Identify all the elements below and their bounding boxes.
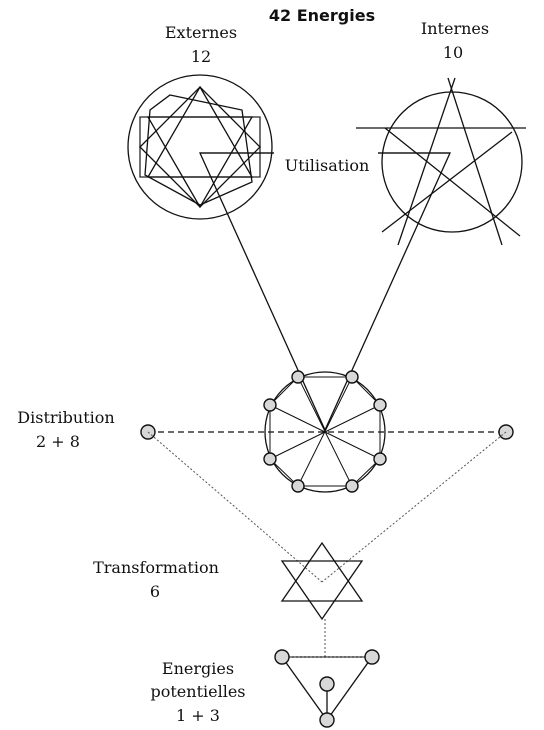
potentielles-node xyxy=(319,676,335,692)
utilisation-triangle xyxy=(198,152,452,432)
distribution-node xyxy=(373,452,387,466)
potentielles-node xyxy=(364,649,380,665)
potentielles-node xyxy=(274,649,290,665)
distribution-node xyxy=(291,370,305,384)
potentielles-triangle xyxy=(274,649,380,728)
transformation-count: 6 xyxy=(150,582,160,601)
distribution-node xyxy=(263,398,277,412)
transformation-hexagram xyxy=(280,541,364,621)
distribution-node xyxy=(263,452,277,466)
distribution-node xyxy=(345,479,359,493)
potentielles-label-line2: potentielles xyxy=(150,682,245,701)
internes-label: Internes xyxy=(421,19,489,38)
distribution-label: Distribution xyxy=(17,408,114,427)
internes-star-circle xyxy=(356,77,526,246)
potentielles-node xyxy=(319,712,335,728)
distribution-node xyxy=(345,370,359,384)
distribution-count: 2 + 8 xyxy=(36,432,80,451)
potentielles-count: 1 + 3 xyxy=(176,706,220,725)
externes-label: Externes xyxy=(165,23,237,42)
dotted-link-right xyxy=(321,431,507,583)
distribution-node xyxy=(291,479,305,493)
distribution-node xyxy=(373,398,387,412)
potentielles-label-line1: Energies xyxy=(162,659,234,678)
externes-star-circle xyxy=(127,74,273,220)
transformation-label: Transformation xyxy=(93,558,219,577)
diagram-title: 42 Energies xyxy=(269,6,375,25)
utilisation-label: Utilisation xyxy=(285,156,370,175)
internes-count: 10 xyxy=(443,43,463,62)
distribution-circle xyxy=(140,370,514,493)
externes-count: 12 xyxy=(191,47,211,66)
